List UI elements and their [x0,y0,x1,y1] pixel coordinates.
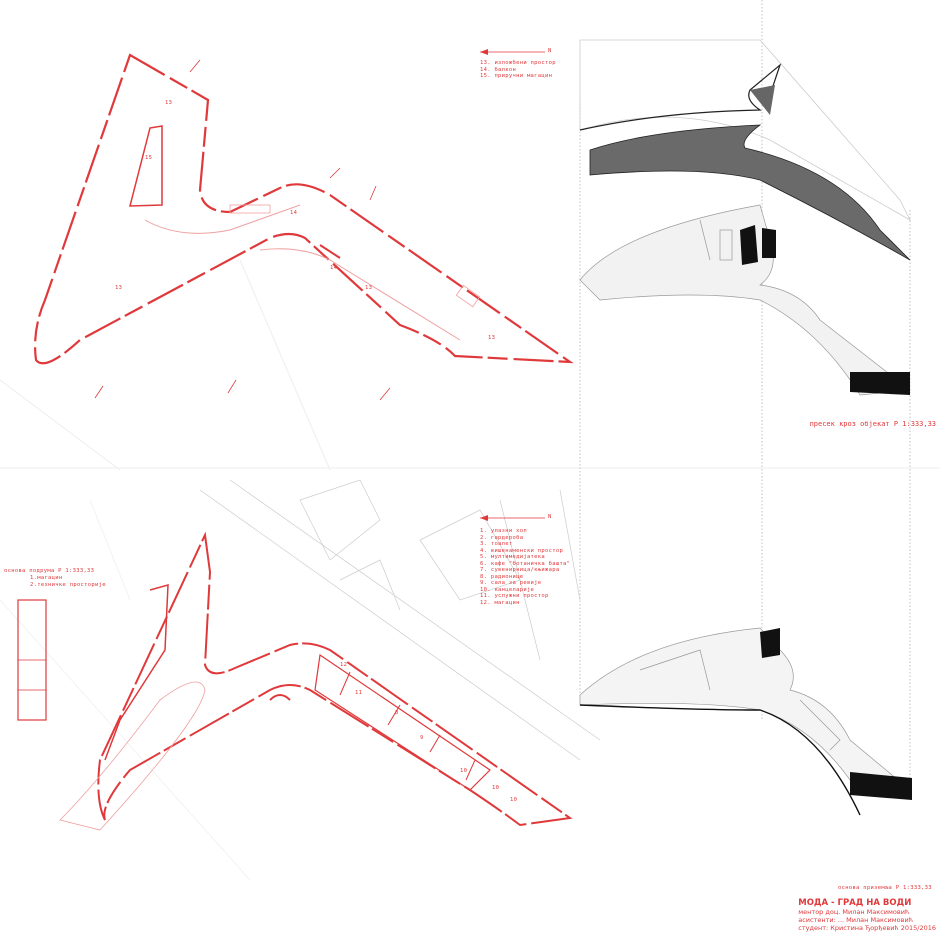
ground-caption: основа приземља Р 1:333,33 [838,885,932,891]
section-caption: пресек кроз објекат Р 1:333,33 [809,420,936,428]
axonometric-ground-floor [579,627,912,816]
legend-item: 1. улазни хол [480,528,527,534]
legend-item: 2. гардероба [480,534,524,541]
legend-item: 12. магацин [480,599,520,606]
room-number: 13 [165,100,173,106]
room-number: 14 [330,265,338,271]
legend-item: 13. изложбени простор [480,60,556,66]
top-plan-legend: 13. изложбени простор 14. балкон 15. при… [480,60,556,80]
legend-item: 11. услужни простор [480,593,549,599]
room-number: 14 [290,210,298,216]
mentor: ментор доц. Милан Максимовић [798,908,910,916]
projection-lines [579,0,911,790]
legend-item: 15. приручни магацин [480,73,553,79]
legend-item: 6. кафе "ботаничка башта" [480,560,571,567]
north-label: N [548,48,552,54]
basement-caption: основа подрума Р 1:333,33 [4,568,95,574]
room-number: 11 [355,690,363,696]
room-number: 13 [365,285,373,291]
basement-legend: 1.магацин 2.техничке просторије [30,575,106,588]
student: студент: Кристина Ђорђевић 2015/2016 [798,924,936,932]
legend-item: 5. мултимедијатека [480,554,546,560]
room-number: 8 [395,710,399,716]
legend-item: 7. сувенирница/књижара [480,567,560,573]
site-context [0,479,601,881]
north-label: N [548,514,552,520]
ground-plan-legend: 1. улазни хол 2. гардероба 3. тоалет 4. … [480,528,570,606]
assistants: асистенти: ... Милан Максимовић [798,916,913,924]
room-number: 13 [115,285,123,291]
legend-item: 4. вишенаменски простор [480,547,564,554]
project-title: МОДА - ГРАД НА ВОДИ [798,898,912,908]
room-number: 12 [340,662,348,668]
room-number: 10 [510,797,518,803]
legend-item: 8. радионице [480,573,524,580]
axonometric-roof [579,39,911,261]
title-block: МОДА - ГРАД НА ВОДИ ментор доц. Милан Ма… [798,898,936,932]
legend-item: 10. канцеларије [480,586,535,593]
legend-item: 2.техничке просторије [30,581,106,588]
room-number: 9 [420,735,424,741]
legend-item: 3. тоалет [480,541,513,547]
ground-floor-plan [17,515,573,831]
legend-item: 9. сала за ревије [480,580,542,586]
room-number: 13 [488,335,496,341]
top-floor-plan [0,49,574,471]
legend-item: 14. балкон [480,66,517,73]
axonometric-upper-floor [579,204,911,396]
legend-item: 1.магацин [30,575,63,581]
room-number: 10 [492,785,500,791]
room-number: 10 [460,768,468,774]
room-number: 15 [145,155,153,161]
